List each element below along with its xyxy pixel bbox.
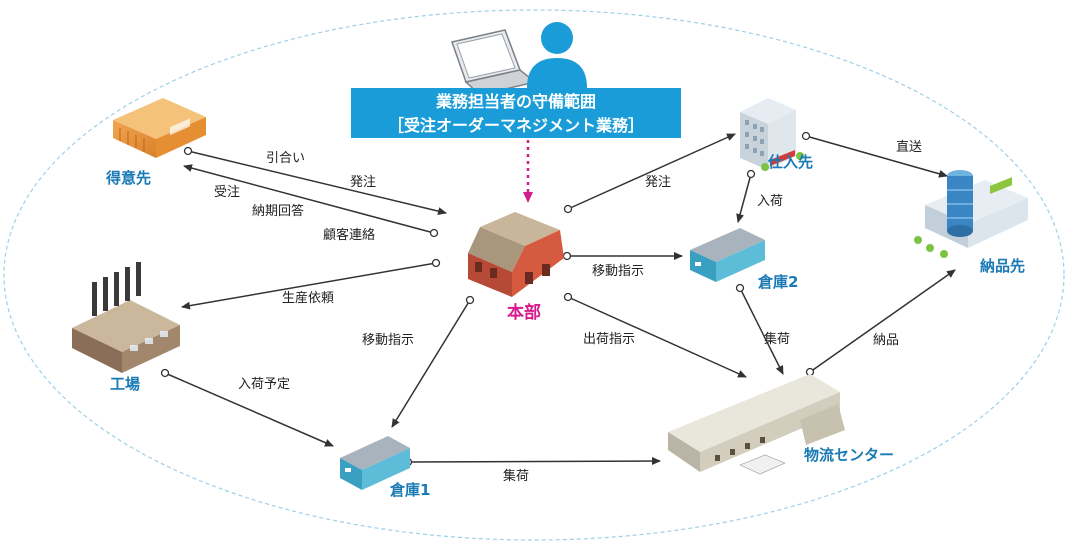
- edge-label-shuka-w1: 集荷: [503, 468, 529, 484]
- scope-banner-title: 業務担当者の守備範囲: [435, 92, 596, 111]
- edge-label-shuka-w2: 集荷: [764, 331, 790, 347]
- edge-label-ido-w1: 移動指示: [362, 333, 414, 348]
- node-label-hq: 本部: [507, 302, 541, 323]
- node-label-warehouse2: 倉庫2: [757, 273, 798, 291]
- delivery-building-icon: [914, 170, 1028, 258]
- supplier-building-icon: [740, 98, 804, 171]
- factory-icon: [72, 262, 180, 373]
- edge-shuka-w2: [739, 287, 784, 375]
- edge-label-seisan-irai: 生産依頼: [282, 290, 334, 306]
- edge-label-ido-w2: 移動指示: [592, 264, 644, 279]
- edge-label-kokyaku-renraku: 顧客連絡: [323, 227, 375, 243]
- edge-label-nyuka-yotei: 入荷予定: [238, 377, 290, 392]
- node-label-factory: 工場: [110, 375, 140, 393]
- node-label-delivery: 納品先: [980, 257, 1025, 275]
- node-label-supplier: 仕入先: [767, 153, 813, 171]
- person-icon: [527, 22, 587, 88]
- warehouse2-icon: [690, 228, 765, 282]
- edge-juchu: [183, 164, 435, 234]
- warehouse1-icon: [340, 436, 410, 490]
- hq-building-icon: [468, 212, 564, 297]
- logistics-center-icon: [668, 374, 845, 475]
- edge-nyuka: [736, 173, 752, 223]
- edge-label-chokuso: 直送: [896, 140, 922, 155]
- edge-chokuso: [805, 135, 948, 178]
- scope-ellipse: [3, 9, 1065, 541]
- node-label-customer: 得意先: [105, 169, 151, 187]
- edge-label-hikiai: 引合い: [266, 151, 305, 166]
- edge-label-juchu: 受注: [214, 185, 240, 200]
- edge-label-hatchu-supplier: 発注: [645, 175, 671, 190]
- edge-label-noki-kaito: 納期回答: [252, 203, 304, 219]
- scope-banner: 業務担当者の守備範囲 ［受注オーダーマネジメント業務］: [351, 88, 681, 138]
- node-label-warehouse1: 倉庫1: [389, 481, 430, 499]
- node-label-logistics: 物流センター: [804, 446, 894, 464]
- edge-nohin: [809, 269, 956, 373]
- scope-banner-subtitle: ［受注オーダーマネジメント業務］: [387, 116, 644, 135]
- laptop-icon: [451, 29, 537, 96]
- customer-building-icon: [113, 98, 206, 158]
- edge-hatchu-supplier: [567, 133, 736, 210]
- edge-shuka-w1: [407, 457, 661, 466]
- edge-origin-dots: [160, 131, 815, 467]
- edge-ido-w1: [391, 299, 471, 428]
- edge-label-nyuka: 入荷: [757, 194, 783, 209]
- edge-label-shukka-shiji: 出荷指示: [583, 332, 635, 347]
- edge-label-nohin: 納品: [873, 333, 899, 348]
- edge-nyuka-yotei: [164, 372, 334, 447]
- edge-hikiai: [187, 150, 447, 216]
- edge-seisan: [181, 262, 437, 310]
- edge-shukka: [567, 296, 747, 378]
- edge-label-hatchu-customer: 発注: [350, 175, 376, 190]
